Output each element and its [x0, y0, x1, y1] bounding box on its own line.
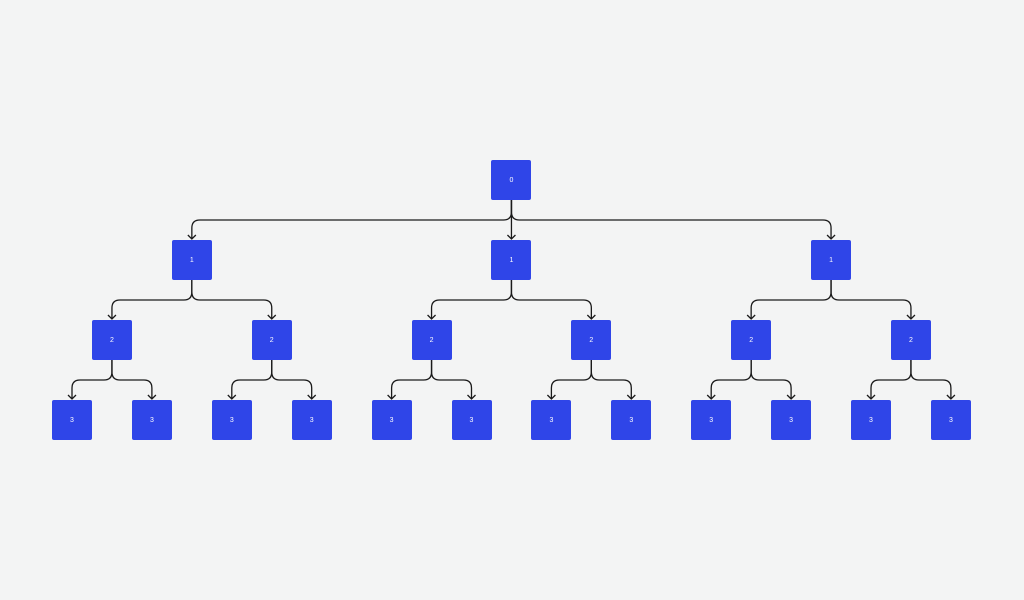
tree-node-level-2[interactable]: 2: [251, 320, 292, 360]
tree-node-level-2[interactable]: 2: [890, 320, 931, 360]
edge-connector: [111, 360, 153, 399]
tree-node-level-1[interactable]: 1: [811, 240, 852, 280]
edge-connector: [430, 360, 473, 399]
edge-connector: [590, 360, 632, 399]
edge-connector: [710, 360, 752, 399]
tree-node-level-3[interactable]: 3: [930, 400, 971, 440]
edge-connector: [510, 280, 592, 319]
edge-arrowhead: [866, 394, 876, 400]
edge-connector: [191, 200, 513, 239]
edge-arrowhead: [826, 234, 836, 240]
edge-arrowhead: [546, 394, 556, 400]
tree-node-level-1[interactable]: 1: [491, 240, 532, 280]
edge-connector: [191, 280, 273, 319]
edge-arrowhead: [427, 314, 437, 320]
edge-arrowhead: [107, 314, 117, 320]
tree-node-level-3[interactable]: 3: [771, 400, 812, 440]
edge-arrowhead: [267, 314, 277, 320]
tree-node-level-3[interactable]: 3: [851, 400, 891, 440]
edge-arrowhead: [746, 314, 756, 320]
edge-arrowhead: [786, 394, 796, 400]
tree-node-level-3[interactable]: 3: [131, 400, 172, 440]
edge-connector: [830, 280, 912, 319]
tree-node-level-3[interactable]: 3: [531, 400, 572, 440]
edge-arrowhead: [227, 394, 237, 400]
tree-node-level-3[interactable]: 3: [291, 400, 332, 440]
tree-node-level-2[interactable]: 2: [731, 320, 772, 360]
edge-arrowhead: [946, 394, 956, 400]
edge-arrowhead: [626, 394, 636, 400]
tree-node-level-2[interactable]: 2: [571, 320, 612, 360]
edge-connector: [550, 360, 592, 399]
edge-arrowhead: [706, 394, 716, 400]
tree-node-level-3[interactable]: 3: [611, 400, 652, 440]
edge-arrowhead: [147, 394, 157, 400]
edge-arrowhead: [586, 314, 596, 320]
tree-node-level-1[interactable]: 1: [171, 240, 212, 280]
edge-connector: [750, 360, 792, 399]
edge-connector: [271, 360, 313, 399]
tree-node-level-3[interactable]: 3: [451, 400, 492, 440]
tree-node-level-3[interactable]: 3: [371, 400, 412, 440]
tree-node-level-0[interactable]: 0: [491, 160, 532, 200]
edge-connector: [231, 360, 273, 399]
tree-node-level-2[interactable]: 2: [411, 320, 452, 360]
edge-arrowhead: [906, 314, 916, 320]
edge-connector: [111, 280, 193, 319]
edge-connector: [390, 360, 433, 399]
edge-connector: [750, 280, 832, 319]
tree-node-level-3[interactable]: 3: [52, 400, 92, 440]
tree-node-level-3[interactable]: 3: [211, 400, 252, 440]
edge-arrowhead: [67, 394, 77, 400]
tree-node-level-3[interactable]: 3: [691, 400, 732, 440]
edge-arrowhead: [506, 234, 516, 240]
edge-connector: [430, 280, 513, 319]
edge-connector: [910, 360, 952, 399]
edge-connector: [71, 360, 113, 399]
tree-node-level-2[interactable]: 2: [91, 320, 132, 360]
edge-arrowhead: [467, 394, 476, 400]
edge-connector: [870, 360, 912, 399]
edge-arrowhead: [387, 394, 397, 400]
edge-arrowhead: [307, 394, 317, 400]
edge-connector: [510, 200, 832, 239]
edge-arrowhead: [187, 234, 197, 240]
